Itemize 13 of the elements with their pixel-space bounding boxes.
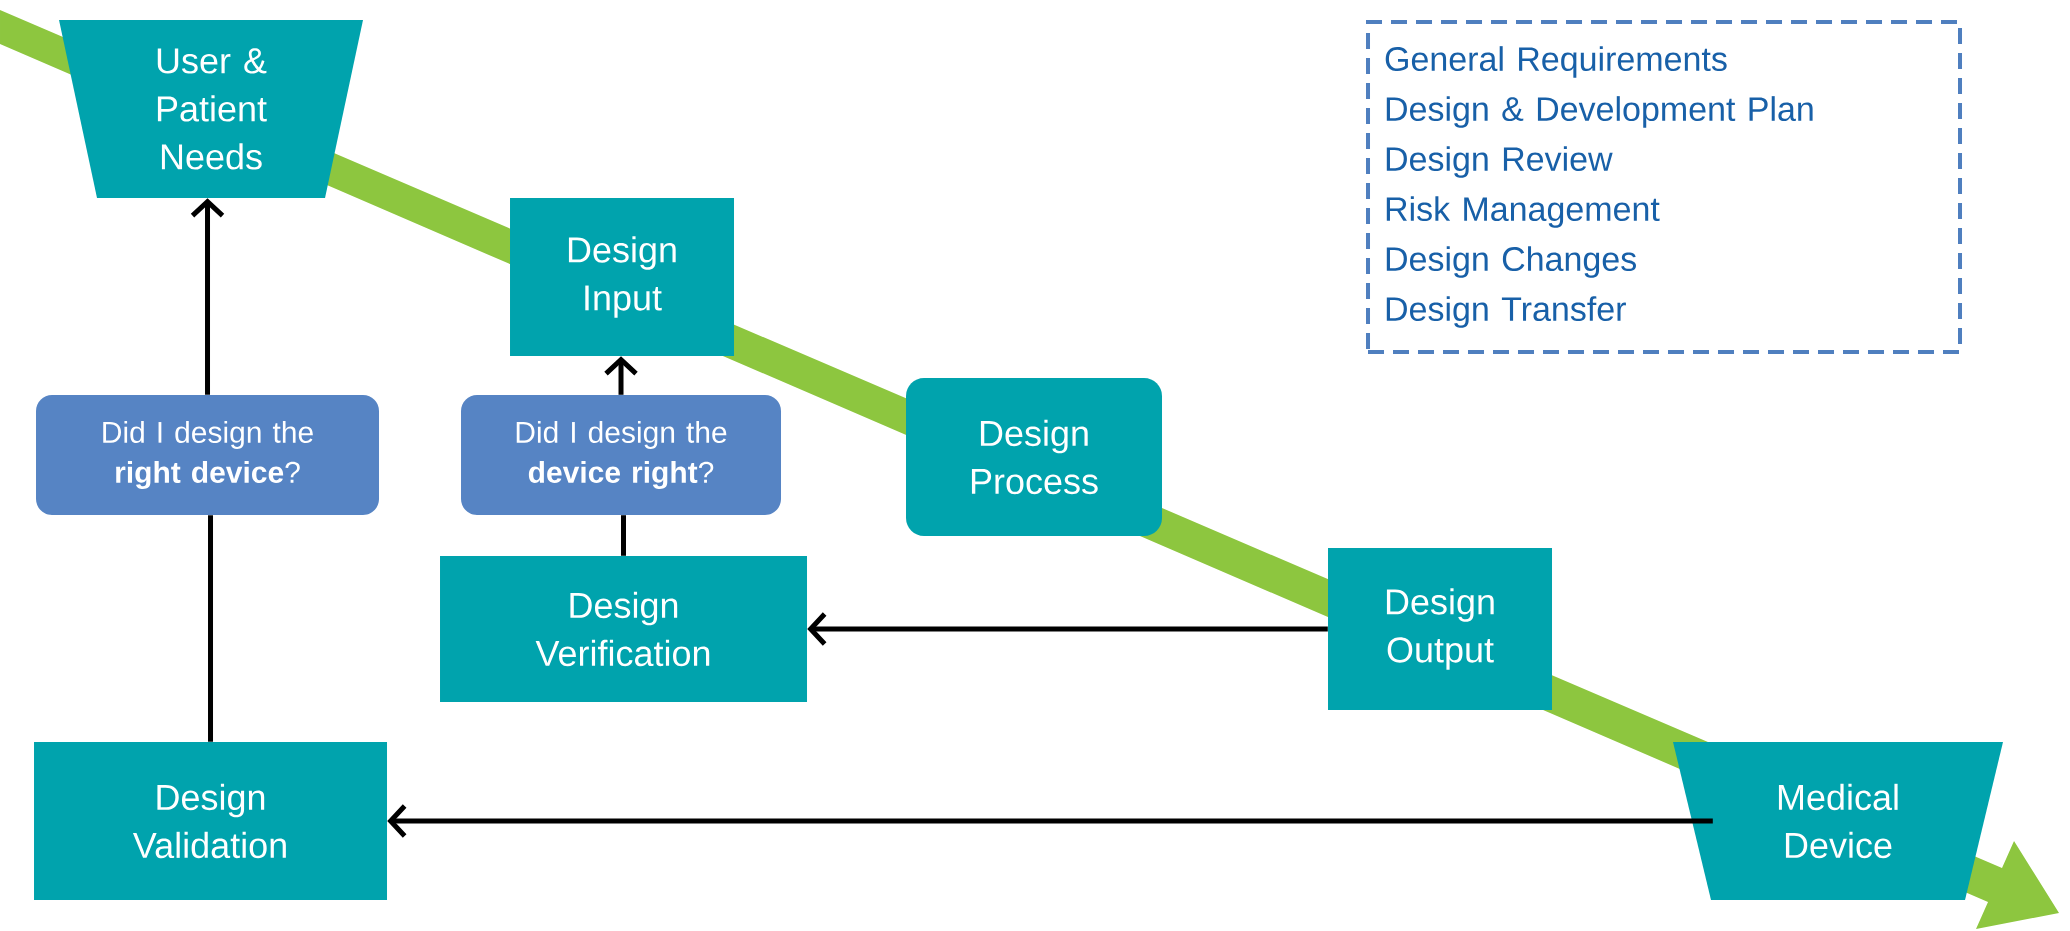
process-box: Design Process [906,378,1162,536]
device-trapezoid: Medical Device [1673,742,2003,900]
question-box: Did I design the device right? [461,395,781,515]
arrow [190,198,225,395]
requirements-list-box: General Requirements Design & Development Plan Design Review Risk Management Design Changes Design Transfer [1366,20,1962,354]
process-box: Design Verification [440,556,807,702]
process-box: Design Input [510,198,734,356]
arrow [387,804,1713,838]
process-box: Design Output [1328,548,1552,710]
needs-trapezoid: User & Patient Needs [59,20,363,198]
process-box: Design Validation [34,742,387,900]
question-box: Did I design the right device? [36,395,379,515]
arrow [807,612,1328,646]
